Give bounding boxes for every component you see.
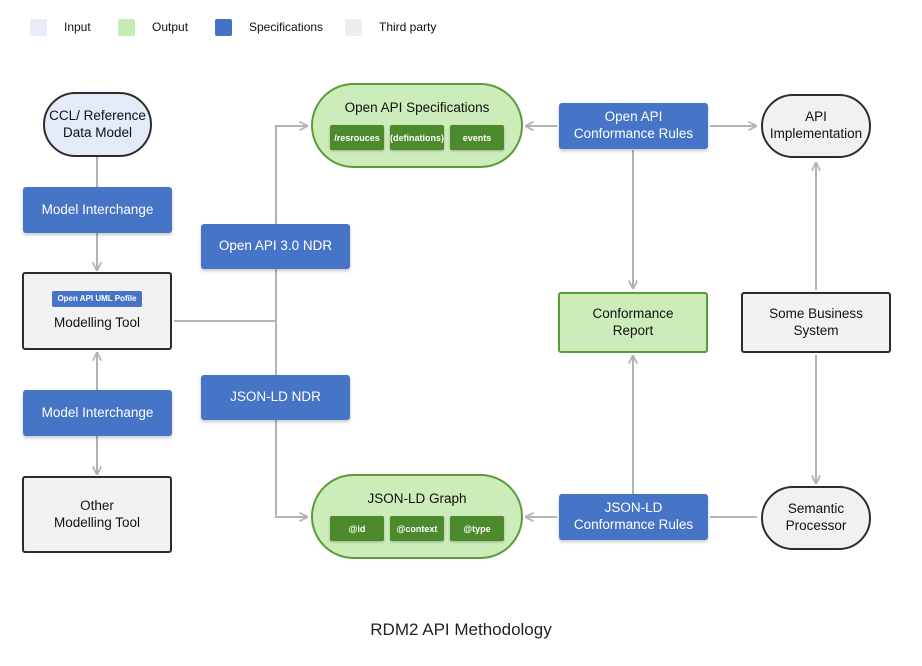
model-interchange-bottom-label: Model Interchange [41,404,154,420]
legend-swatch-specifications [215,18,232,36]
chip-context: @context [390,516,444,541]
legend-label-specifications: Specifications [249,20,324,34]
legend-swatch-input [30,18,47,36]
json-ld-ndr-label: JSON-LD NDR [230,389,321,405]
legend-swatch-output [118,18,135,36]
modelling-tool-label: Modelling Tool [53,314,141,330]
legend-label-third-party: Third party [379,20,437,34]
modelling-tool-node: Open API UML Pofile Modelling Tool [22,272,172,350]
chip-events: events [450,125,504,150]
open-api-conformance-rules-label: Open API Conformance Rules [573,109,694,141]
open-api-specifications-label: Open API Specifications [344,100,490,115]
legend-label-output: Output [152,20,189,34]
model-interchange-top-label: Model Interchange [41,201,154,217]
legend-item-input: Input [30,14,91,40]
semantic-processor-label: Semantic Processor [785,501,847,533]
chip-type: @type [450,516,504,541]
chip-definitions: (definations) [390,125,444,150]
model-interchange-bottom-node: Model Interchange [23,390,172,436]
model-interchange-top-node: Model Interchange [23,187,172,233]
open-api-ndr-label: Open API 3.0 NDR [218,238,333,254]
open-api-ndr-node: Open API 3.0 NDR [201,224,350,269]
some-business-system-node: Some Business System [741,292,891,353]
api-implementation-node: API Implementation [761,94,871,158]
conformance-report-node: Conformance Report [558,292,708,353]
open-api-uml-profile-badge: Open API UML Pofile [52,290,142,307]
diagram-caption: RDM2 API Methodology [370,620,552,639]
ccl-reference-data-model-label: CCL/ Reference Data Model [49,107,146,140]
legend-item-specifications: Specifications [215,14,323,40]
legend-label-input: Input [64,20,91,34]
legend-item-third-party: Third party [345,14,436,40]
open-api-conformance-rules-node: Open API Conformance Rules [559,103,708,149]
open-api-specifications-chips: /resrouces (definations) events [330,125,504,150]
conformance-report-label: Conformance Report [592,305,674,338]
api-implementation-label: API Implementation [769,109,863,141]
json-ld-conformance-rules-node: JSON-LD Conformance Rules [559,494,708,540]
chip-resources: /resrouces [330,125,384,150]
ccl-reference-data-model-node: CCL/ Reference Data Model [43,92,152,157]
json-ld-graph-label: JSON-LD Graph [367,491,467,506]
some-business-system-label: Some Business System [769,305,863,338]
chip-id: @id [330,516,384,541]
legend-item-output: Output [118,14,188,40]
json-ld-graph-node: JSON-LD Graph @id @context @type [311,474,523,559]
semantic-processor-node: Semantic Processor [761,486,871,550]
json-ld-ndr-node: JSON-LD NDR [201,375,350,420]
legend-swatch-third-party [345,18,362,36]
json-ld-conformance-rules-label: JSON-LD Conformance Rules [573,500,694,532]
other-modelling-tool-node: Other Modelling Tool [22,476,172,553]
other-modelling-tool-label: Other Modelling Tool [53,497,141,530]
json-ld-graph-chips: @id @context @type [330,516,504,541]
open-api-specifications-node: Open API Specifications /resrouces (defi… [311,83,523,168]
